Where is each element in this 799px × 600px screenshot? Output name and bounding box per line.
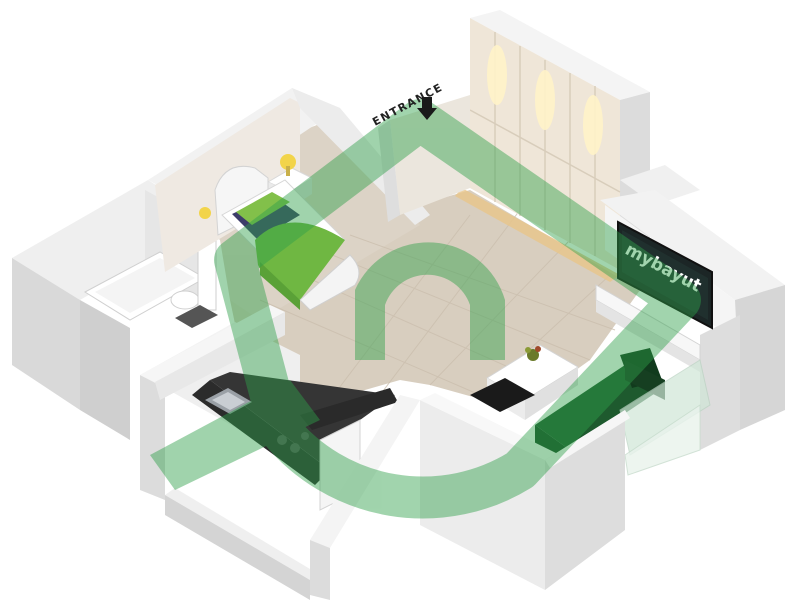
front-walls	[140, 305, 630, 600]
entrance-wall	[378, 95, 470, 222]
wardrobe	[455, 10, 650, 282]
house-arch-icon	[150, 99, 701, 519]
lamp-icon	[199, 207, 211, 219]
sofa	[470, 348, 665, 470]
bed	[214, 165, 360, 311]
lamp-icon	[280, 154, 296, 170]
stove	[277, 432, 309, 453]
glass-partition	[619, 359, 711, 476]
toilet	[170, 239, 217, 311]
tv: mybayut	[595, 220, 713, 372]
sink	[205, 388, 252, 414]
plant-icon	[525, 346, 541, 361]
bathroom	[12, 180, 218, 440]
entrance-arrow-icon	[417, 97, 437, 120]
